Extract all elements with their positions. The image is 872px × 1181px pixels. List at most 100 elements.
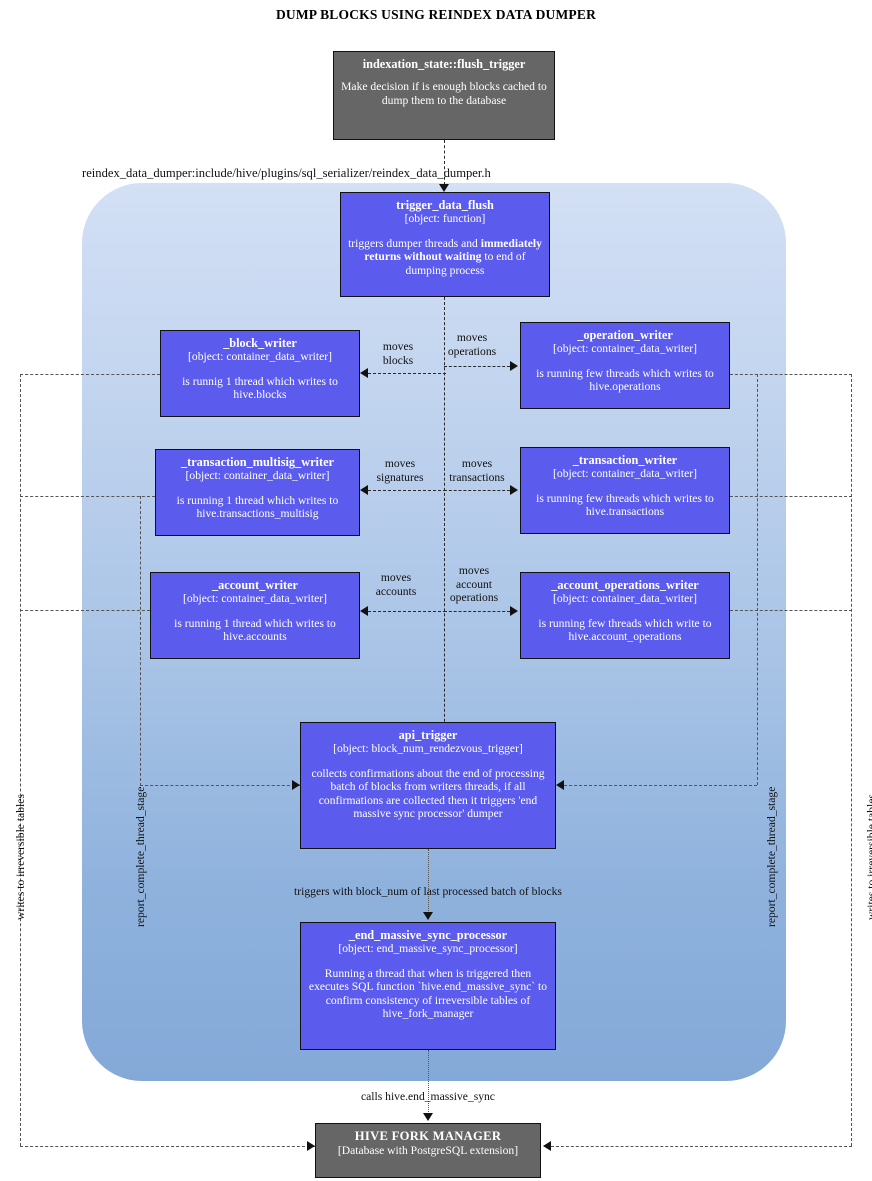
edge-api-trigger-to-end-massive-sync	[428, 849, 429, 913]
node-account-writer[interactable]: _account_writer [object: container_data_…	[150, 572, 360, 659]
node-indexation-state-flush-trigger[interactable]: indexation_state::flush_trigger Make dec…	[333, 51, 555, 140]
node-title: api_trigger	[398, 728, 458, 742]
edge-end-massive-sync-to-hive-fork-manager	[428, 1050, 429, 1114]
edge-moves-signatures-arrowhead	[360, 485, 368, 495]
right-inner-vertical-line	[757, 374, 758, 785]
node-description: is runnig 1 thread which writes to hive.…	[182, 374, 338, 402]
edge-flush-trigger-to-trigger-data-flush	[444, 140, 445, 185]
label-line-2: account	[455, 577, 493, 591]
node-description: Make decision if is enough blocks cached…	[341, 80, 547, 107]
edge-moves-transactions-arrowhead	[510, 485, 518, 495]
edge-label-moves-signatures: moves signatures	[360, 457, 440, 484]
node-description: is running few threads which writes to h…	[536, 366, 714, 394]
right-outer-arrowhead	[543, 1141, 551, 1151]
edge-api-trigger-arrowhead	[423, 912, 433, 920]
edge-moves-account-operations-arrowhead	[510, 606, 518, 616]
node-title: HIVE FORK MANAGER	[354, 1129, 502, 1143]
node-description: Running a thread that when is triggered …	[308, 966, 548, 1020]
node-hive-fork-manager[interactable]: HIVE FORK MANAGER [Database with Postgre…	[315, 1123, 541, 1178]
label-line-2: signatures	[376, 470, 424, 484]
node-transaction-multisig-writer[interactable]: _transaction_multisig_writer [object: co…	[155, 449, 360, 536]
left-outer-mid-line	[20, 610, 150, 611]
edge-moves-transactions-line	[444, 490, 510, 491]
node-operation-writer[interactable]: _operation_writer [object: container_dat…	[520, 322, 730, 409]
edge-label-moves-transactions: moves transactions	[437, 457, 517, 484]
desc-post: to end of dumping process	[405, 250, 526, 277]
right-writes-to-irreversible-tables-label: writes to irreversible tables	[865, 794, 872, 920]
node-title: _end_massive_sync_processor	[348, 928, 508, 942]
left-inner-vertical-line	[140, 496, 141, 786]
label-line-2: operations	[447, 344, 497, 358]
diagram-title: DUMP BLOCKS USING REINDEX DATA DUMPER	[275, 7, 597, 22]
node-description: is running few threads which writes to h…	[536, 491, 714, 519]
left-report-complete-thread-stage-label: report_complete_thread_stage	[134, 786, 147, 927]
node-transaction-writer[interactable]: _transaction_writer [object: container_d…	[520, 447, 730, 534]
label-line-1: moves	[380, 571, 412, 584]
container-label: reindex_data_dumper:include/hive/plugins…	[82, 166, 491, 180]
node-subtitle: [object: container_data_writer]	[185, 469, 330, 483]
left-outer-vertical-line	[20, 374, 21, 1146]
node-subtitle: [object: container_data_writer]	[553, 342, 697, 356]
node-subtitle: [Database with PostgreSQL extension]	[337, 1143, 519, 1157]
desc-bold: immediately returns without waiting	[364, 236, 542, 264]
right-inner-arrowhead	[556, 780, 564, 790]
edge-moves-accounts-line	[368, 611, 446, 612]
left-writes-to-irreversible-tables-label: writes to irreversible tables	[14, 794, 27, 920]
edge-trigger-data-flush-trunk	[444, 297, 445, 767]
label-line-1: moves	[382, 340, 414, 353]
right-outer-mid-line	[730, 496, 852, 497]
node-subtitle: [object: function]	[404, 212, 486, 226]
edge-label-triggers-with-block-num: triggers with block_num of last processe…	[294, 885, 562, 898]
node-subtitle: [object: block_num_rendezvous_trigger]	[333, 742, 523, 756]
node-title: trigger_data_flush	[396, 198, 494, 212]
node-account-operations-writer[interactable]: _account_operations_writer [object: cont…	[520, 572, 730, 659]
node-title: _transaction_writer	[572, 453, 678, 467]
node-description: is running few threads which write to hi…	[538, 616, 712, 644]
right-outer-mid2-line	[730, 610, 852, 611]
node-block-writer[interactable]: _block_writer [object: container_data_wr…	[160, 330, 360, 417]
node-title: _account_operations_writer	[551, 578, 699, 592]
right-outer-vertical-line	[851, 374, 852, 1146]
edge-moves-blocks-line	[368, 373, 446, 374]
node-subtitle: [object: container_data_writer]	[188, 350, 332, 364]
edge-flush-trigger-arrowhead	[439, 184, 449, 192]
node-subtitle: [object: container_data_writer]	[553, 592, 697, 606]
left-outer-arrowhead	[307, 1141, 315, 1151]
node-api-trigger[interactable]: api_trigger [object: block_num_rendezvou…	[300, 722, 556, 849]
label-line-1: moves	[458, 564, 490, 577]
right-outer-bottom-line	[551, 1146, 852, 1147]
label-line-1: moves	[461, 457, 493, 470]
label-line-1: moves	[456, 331, 488, 344]
node-subtitle: [object: container_data_writer]	[183, 592, 327, 606]
right-outer-top-line	[730, 374, 852, 375]
node-end-massive-sync-processor[interactable]: _end_massive_sync_processor [object: end…	[300, 922, 556, 1050]
left-inner-top-line	[20, 496, 155, 497]
node-title: _account_writer	[211, 578, 299, 592]
node-title: _transaction_multisig_writer	[180, 455, 334, 469]
edge-moves-operations-arrowhead	[510, 361, 518, 371]
label-line-1: moves	[384, 457, 416, 470]
right-report-complete-thread-stage-label: report_complete_thread_stage	[765, 786, 778, 927]
left-inner-arrowhead	[292, 780, 300, 790]
edge-moves-account-operations-line	[444, 611, 510, 612]
label-line-2: blocks	[382, 353, 414, 367]
edge-moves-blocks-arrowhead	[360, 368, 368, 378]
edge-label-moves-account-operations: moves account operations	[440, 564, 508, 605]
left-inner-bottom-line	[140, 785, 300, 786]
node-trigger-data-flush[interactable]: trigger_data_flush [object: function] tr…	[340, 192, 550, 297]
left-outer-top-line	[20, 374, 160, 375]
node-subtitle: [object: end_massive_sync_processor]	[338, 942, 518, 956]
edge-label-moves-accounts: moves accounts	[363, 571, 429, 598]
node-description: is running 1 thread which writes to hive…	[174, 616, 336, 644]
label-line-2: accounts	[375, 584, 417, 598]
node-title: indexation_state::flush_trigger	[362, 57, 526, 71]
edge-moves-operations-line	[444, 366, 510, 367]
label-line-3: operations	[449, 591, 499, 605]
left-outer-bottom-line	[20, 1146, 315, 1147]
node-description: collects confirmations about the end of …	[311, 766, 545, 820]
node-description: triggers dumper threads and immediately …	[347, 237, 543, 277]
edge-moves-signatures-line	[368, 490, 446, 491]
node-description: is running 1 thread which writes to hive…	[176, 493, 339, 521]
edge-moves-accounts-arrowhead	[360, 606, 368, 616]
